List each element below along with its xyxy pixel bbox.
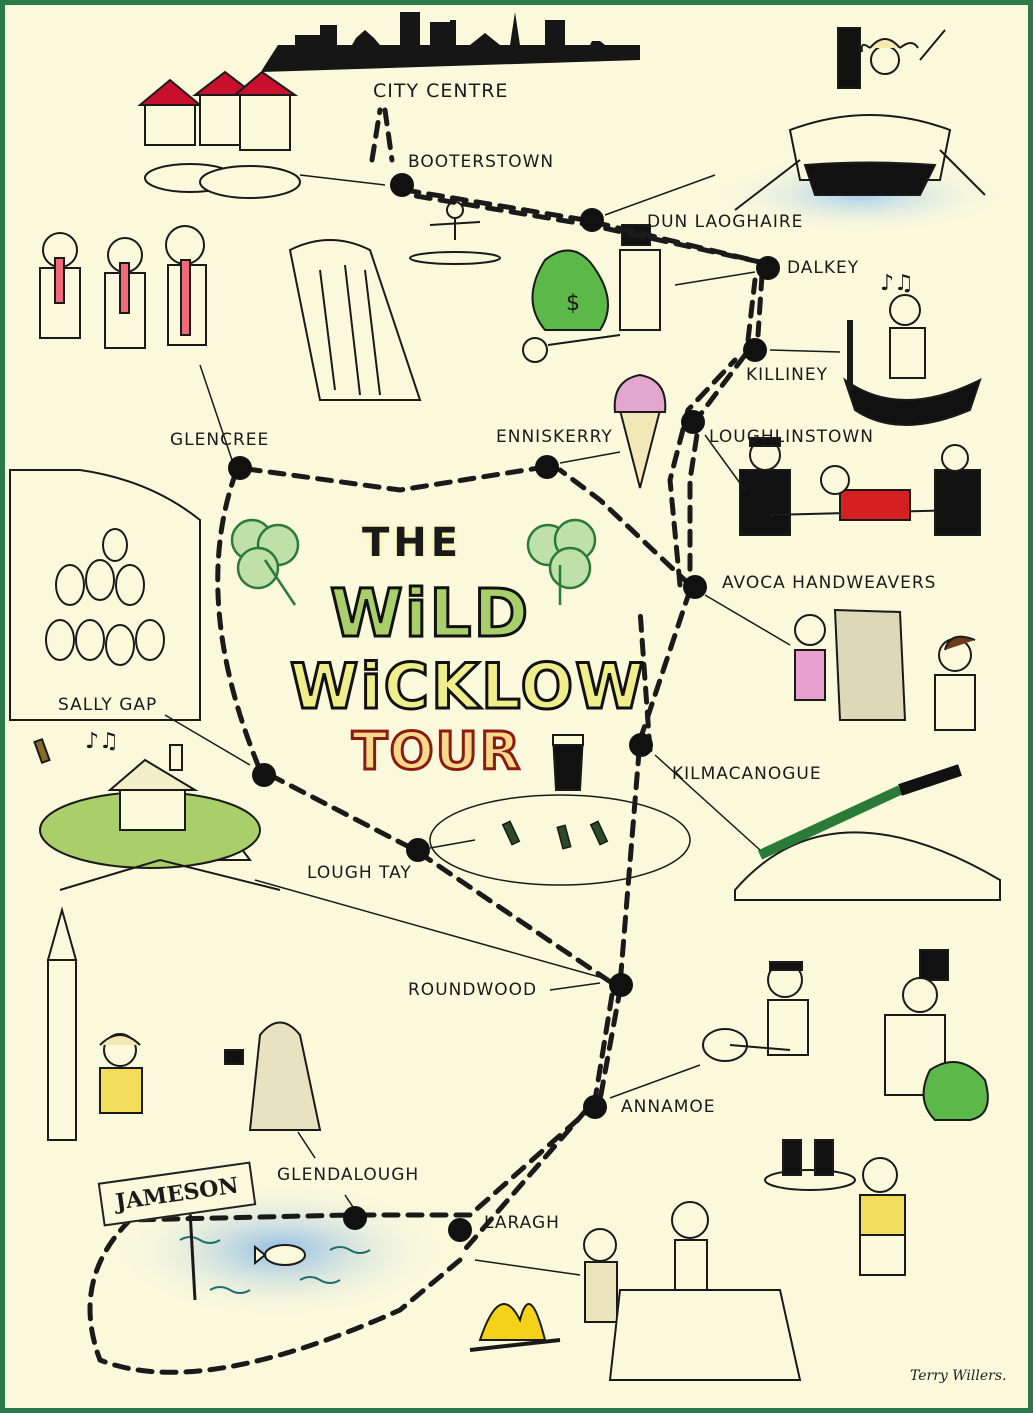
label-sally-gap[interactable]: SALLY GAP <box>58 695 158 715</box>
knife-icon <box>734 764 1001 901</box>
label-lough-tay[interactable]: LOUGH TAY <box>307 863 412 883</box>
label-dun-laoghaire[interactable]: DUN LAOGHAIRE <box>647 212 804 232</box>
label-annamoe[interactable]: ANNAMOE <box>621 1097 716 1117</box>
label-roundwood[interactable]: ROUNDWOOD <box>408 980 538 1000</box>
rich-man-icon <box>884 949 989 1121</box>
label-glencree[interactable]: GLENCREE <box>170 430 270 450</box>
title-tour: TOUR <box>351 721 522 784</box>
fish-icon <box>254 1244 306 1266</box>
music-note-icon: ♪♫ <box>880 271 914 296</box>
people-tongues-icon <box>39 225 207 349</box>
label-kilmacanogue[interactable]: KILMACANOGUE <box>672 764 822 784</box>
shamrock-icon <box>526 518 597 605</box>
shamrock-icon <box>230 518 300 606</box>
ship-icon <box>710 27 1010 235</box>
cloud-icon: ♪♫ <box>33 729 281 891</box>
label-killiney[interactable]: KILLINEY <box>746 365 828 385</box>
label-loughlinstown[interactable]: LOUGHLINSTOWN <box>709 427 874 447</box>
title-wild: WiLD <box>328 574 531 654</box>
house-icon <box>137 70 301 199</box>
stop-lough-tay[interactable] <box>406 838 430 862</box>
guitar-icon <box>702 961 809 1062</box>
stop-glencree[interactable] <box>228 456 252 480</box>
stop-laragh[interactable] <box>448 1218 472 1242</box>
waiter-icon <box>764 1139 906 1276</box>
stop-booterstown[interactable] <box>390 173 414 197</box>
lough-tay-icon <box>429 794 691 886</box>
waterfall-icon <box>288 239 422 401</box>
title-wicklow: WiCKLOW <box>289 649 646 725</box>
knitwear-scene-icon <box>794 608 976 731</box>
stop-dun-laoghaire[interactable] <box>580 208 604 232</box>
svg-text:$: $ <box>566 291 580 316</box>
stop-avoca-handweavers[interactable] <box>683 575 707 599</box>
stop-annamoe[interactable] <box>583 1095 607 1119</box>
stop-enniskerry[interactable] <box>535 455 559 479</box>
leader-lines <box>164 174 841 1276</box>
stop-kilmacanogue[interactable] <box>629 733 653 757</box>
ice-cream-icon <box>613 373 667 489</box>
label-laragh[interactable]: LARAGH <box>484 1213 560 1233</box>
music-note-icon: ♪♫ <box>85 729 119 754</box>
title-the: THE <box>362 520 463 566</box>
stop-killiney[interactable] <box>743 338 767 362</box>
label-enniskerry[interactable]: ENNISKERRY <box>496 427 613 447</box>
artist-signature: Terry Willers. <box>910 1368 1007 1384</box>
label-avoca-handweavers[interactable]: AVOCA HANDWEAVERS <box>722 573 937 593</box>
city-skyline-icon <box>262 12 640 72</box>
stop-sally-gap[interactable] <box>252 763 276 787</box>
sheep-icon <box>9 469 201 721</box>
stop-dalkey[interactable] <box>756 256 780 280</box>
stop-loughlinstown[interactable] <box>681 410 705 434</box>
money-bag-icon: $ <box>522 224 661 363</box>
stop-roundwood[interactable] <box>609 973 633 997</box>
stop-glendalough[interactable] <box>343 1206 367 1230</box>
viking-icon <box>860 29 946 75</box>
label-booterstown[interactable]: BOOTERSTOWN <box>408 152 555 172</box>
stop-markers <box>228 173 780 1242</box>
round-tower-icon <box>46 906 143 1141</box>
table-scene-icon <box>583 1201 802 1381</box>
label-dalkey[interactable]: DALKEY <box>787 258 860 278</box>
pint-glass-icon <box>551 734 585 791</box>
monk-icon <box>224 1021 322 1131</box>
stretcher-scene-icon <box>739 437 981 536</box>
label-glendalough[interactable]: GLENDALOUGH <box>277 1165 420 1185</box>
gondola-icon: ♪♫ <box>843 271 982 426</box>
campfire-icon <box>469 1303 561 1352</box>
surfer-icon <box>409 201 501 265</box>
label-city-centre[interactable]: CITY CENTRE <box>373 80 509 102</box>
bottle-icon <box>501 820 609 850</box>
